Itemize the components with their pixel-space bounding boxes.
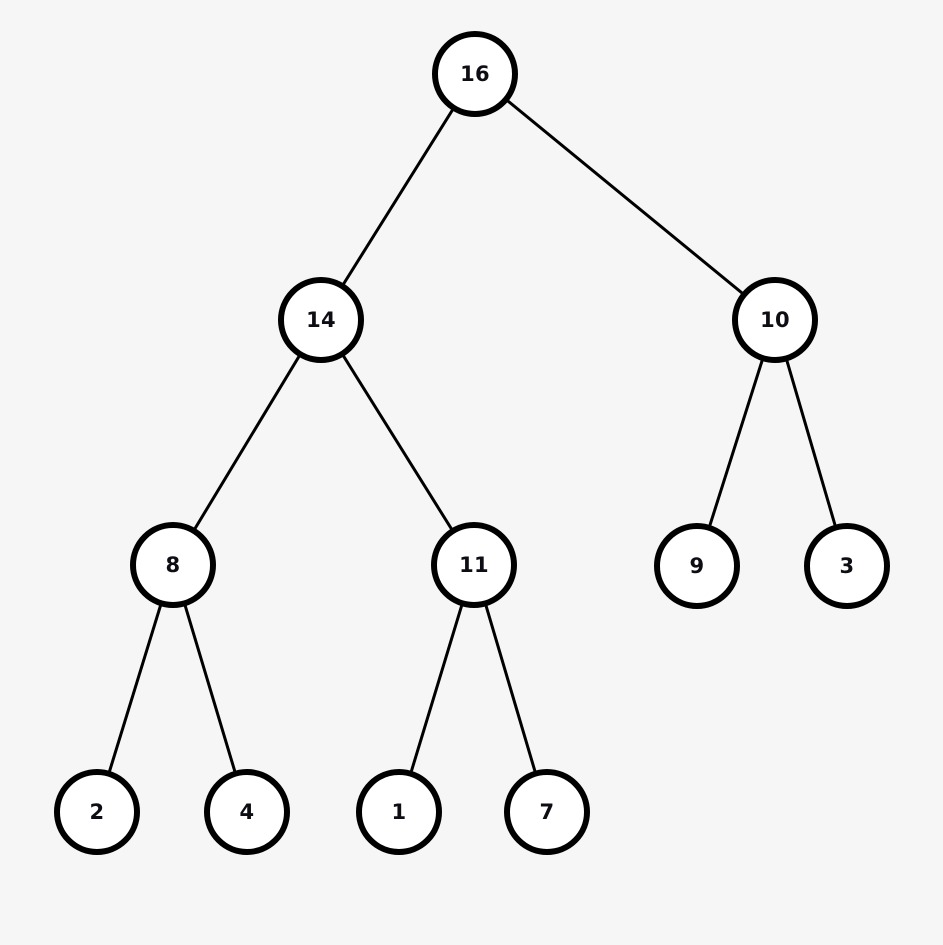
tree-node-label: 10	[760, 307, 790, 332]
tree-node[interactable]: 8	[130, 522, 216, 608]
tree-node[interactable]: 11	[431, 522, 517, 608]
tree-node-label: 16	[460, 61, 490, 86]
tree-node-label: 1	[391, 799, 407, 824]
tree-node[interactable]: 16	[432, 31, 518, 117]
tree-edge	[474, 72, 776, 322]
tree-node-label: 3	[839, 553, 855, 578]
tree-node[interactable]: 1	[356, 769, 442, 855]
tree-node-label: 9	[689, 553, 705, 578]
tree-node-label: 11	[459, 552, 489, 577]
tree-node-label: 8	[165, 552, 181, 577]
tree-node-label: 14	[306, 307, 336, 332]
tree-edge	[319, 319, 476, 566]
tree-node-label: 2	[89, 799, 105, 824]
tree-node[interactable]: 10	[732, 277, 818, 363]
tree-node[interactable]: 14	[278, 277, 364, 363]
tree-edge	[171, 319, 323, 566]
tree-node-label: 4	[239, 799, 255, 824]
tree-node[interactable]: 3	[804, 523, 890, 609]
tree-node[interactable]: 4	[204, 769, 290, 855]
tree-node[interactable]: 2	[54, 769, 140, 855]
tree-edge	[319, 73, 477, 321]
tree-node[interactable]: 9	[654, 523, 740, 609]
tree-node-label: 7	[539, 799, 555, 824]
tree-node[interactable]: 7	[504, 769, 590, 855]
